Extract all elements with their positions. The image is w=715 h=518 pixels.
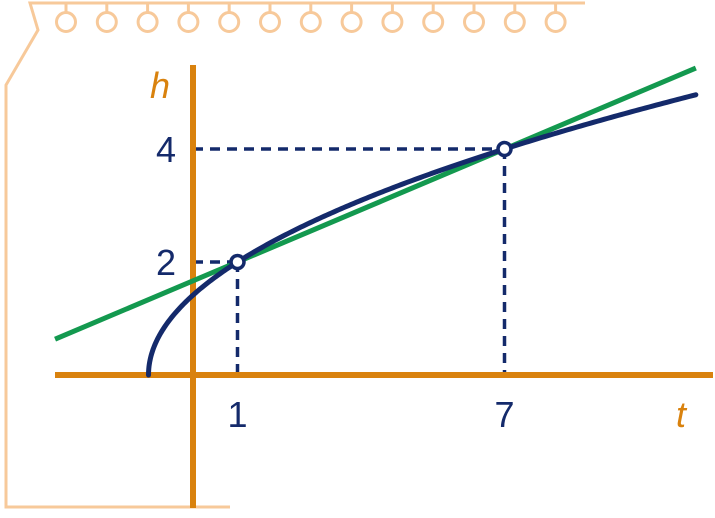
y-tick-label: 4 <box>156 129 176 170</box>
spiral-ring <box>503 11 526 33</box>
spiral-ring <box>55 11 77 33</box>
spiral-ring <box>422 11 445 33</box>
curve-h-of-t <box>146 92 699 378</box>
secant-line <box>54 65 697 342</box>
spiral-ring <box>544 11 567 33</box>
spiral-ring <box>136 11 159 33</box>
series-layer <box>54 65 699 378</box>
labels-layer: h t 2 4 1 7 <box>150 65 688 435</box>
spiral-ring <box>299 11 322 33</box>
points-layer <box>229 140 513 271</box>
spiral-ring <box>218 11 241 33</box>
spiral-ring <box>381 11 404 33</box>
x-axis-label: t <box>676 394 688 435</box>
y-axis-label: h <box>150 65 170 106</box>
spiral-ring <box>259 11 281 33</box>
spiral-ring <box>340 11 363 33</box>
spiral-ring <box>463 11 485 33</box>
spiral-ring <box>95 11 118 33</box>
data-point <box>229 253 246 271</box>
y-tick-label: 2 <box>156 242 176 283</box>
notebook-paper-decoration <box>4 1 585 509</box>
x-tick-label: 7 <box>494 394 514 435</box>
paper-outline <box>4 1 585 509</box>
spiral-ring <box>177 11 200 33</box>
axes <box>55 65 713 508</box>
spiral-rings <box>55 3 567 33</box>
x-tick-label: 1 <box>227 394 247 435</box>
data-point <box>496 140 513 158</box>
